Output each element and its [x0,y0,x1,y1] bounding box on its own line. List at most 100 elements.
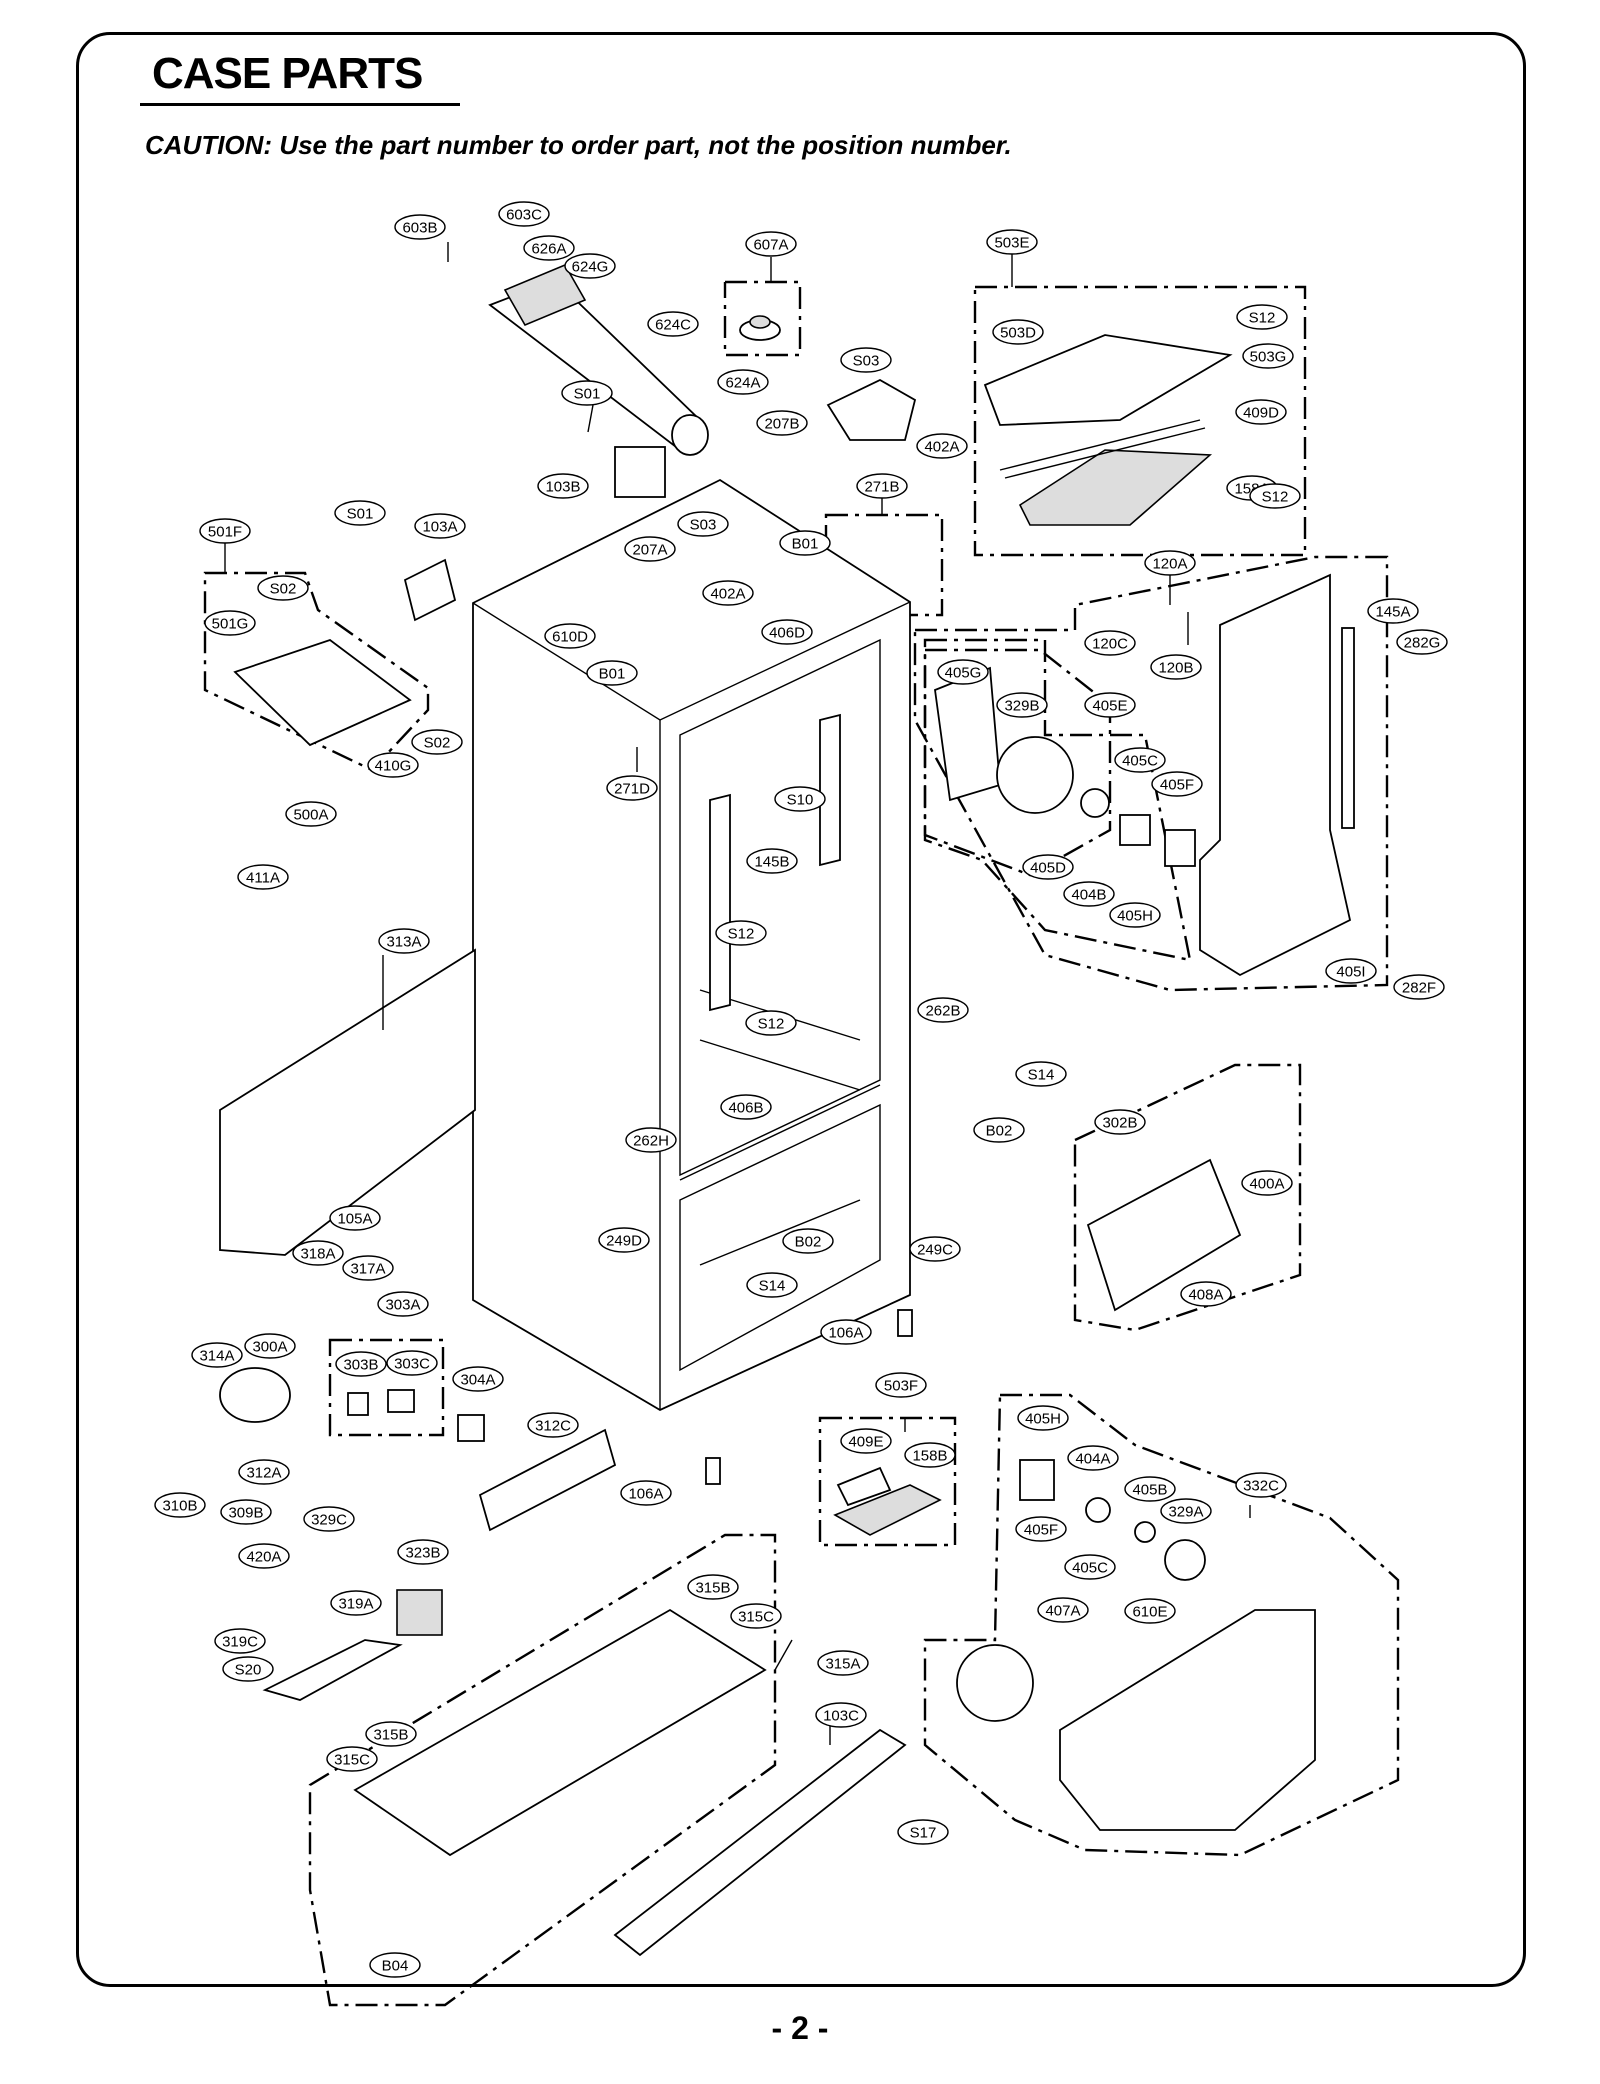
callout-text: 315A [825,1656,860,1673]
part-106a-upper [897,1309,913,1337]
callout-207a: 207A [624,536,676,562]
callout-text: 300A [252,1339,287,1356]
callout-text: 302B [1102,1115,1137,1132]
callout-411a: 411A [237,864,289,890]
callout-text: 405C [1072,1560,1108,1577]
callout-503g: 503G [1242,343,1294,369]
callout-404a: 404A [1067,1445,1119,1471]
part-158a [1018,449,1213,526]
callout-text: 310B [162,1498,197,1515]
callout-text: 314A [199,1348,234,1365]
callout-text: 405I [1336,964,1365,981]
callout-b02: B02 [782,1228,834,1254]
part-315a [353,1608,767,1857]
callout-text: 282G [1404,635,1441,652]
callout-503f: 503F [875,1372,927,1398]
callout-text: 145B [754,854,789,871]
caution-note: CAUTION: Use the part number to order pa… [145,130,1012,160]
callout-314a: 314A [191,1342,243,1368]
boundary-120a [913,555,1389,992]
callout-103c: 103C [815,1702,867,1728]
callout-text: 411A [246,870,280,887]
callout-text: 106A [828,1325,863,1342]
part-207b [826,378,917,441]
callout-404b: 404B [1063,881,1115,907]
callout-text: 408A [1188,1287,1223,1304]
callout-s20: S20 [222,1656,274,1682]
callout-text: S02 [424,735,451,752]
callout-text: 332C [1243,1478,1279,1495]
callout-text: 624A [725,375,760,392]
callout-410g: 410G [367,752,419,778]
parts [219,263,1355,1957]
callout-s17: S17 [897,1819,949,1845]
callout-text: 503F [884,1378,918,1395]
callout-315b: 315B [365,1721,417,1747]
callout-text: S12 [1262,489,1289,506]
callout-405d: 405D [1022,854,1074,880]
callout-303c: 303C [386,1350,438,1376]
part-313a [219,948,476,1256]
title-underline [140,103,460,106]
boundary-120c [923,638,1192,962]
callout-319a: 319A [330,1590,382,1616]
callout-105a: 105A [329,1205,381,1231]
callout-313a: 313A [378,928,430,954]
callout-503e: 503E [986,229,1038,255]
callout-329b: 329B [996,692,1048,718]
part-405b [1134,1521,1156,1543]
callout-120a: 120A [1144,550,1196,576]
callout-text: 400A [1249,1176,1284,1193]
callout-120b: 120B [1150,654,1202,680]
callout-b04: B04 [369,1952,421,1978]
callout-text: 282F [1402,980,1436,997]
callout-315b: 315B [687,1574,739,1600]
callout-text: 402A [924,439,959,456]
callout-315a: 315A [817,1650,869,1676]
boundary-315a [308,1533,777,2007]
callout-s14: S14 [746,1272,798,1298]
callout-text: S20 [235,1662,262,1679]
callout-312a: 312A [238,1459,290,1485]
callout-624c: 624C [647,311,699,337]
callout-262h: 262H [625,1127,677,1153]
callout-text: S10 [787,792,814,809]
callout-329c: 329C [303,1506,355,1532]
callout-text: 106A [628,1486,663,1503]
callout-s12: S12 [1236,304,1288,330]
leader-lines [224,242,1251,1745]
callout-text: 503D [1000,325,1036,342]
callout-text: 607A [753,237,788,254]
callout-405h: 405H [1017,1405,1069,1431]
callout-text: 319C [222,1634,258,1651]
callout-319c: 319C [214,1628,266,1654]
callout-312c: 312C [527,1412,579,1438]
callout-text: 313A [386,934,421,951]
part-145a [1341,627,1355,829]
callout-624g: 624G [564,253,616,279]
callout-text: S03 [690,517,717,534]
part-404b [1119,814,1151,846]
callout-501f: 501F [199,518,251,544]
part-408a [1086,1158,1242,1312]
callout-text: 103B [545,479,580,496]
callout-text: 603C [506,207,542,224]
callout-103a: 103A [414,513,466,539]
callout-501g: 501G [204,610,256,636]
cabinet-outer [472,478,911,1412]
callout-text: 315C [738,1609,774,1626]
callout-text: S02 [270,581,297,598]
part-501g [233,638,412,747]
part-323b [396,1589,443,1636]
callout-text: 406B [728,1100,763,1117]
callout-249d: 249D [598,1227,650,1253]
callout-text: 262H [633,1133,669,1150]
part-503d [983,334,1233,426]
callout-text: 624G [572,259,609,276]
part-304a [457,1414,485,1442]
callout-text: 105A [337,1211,372,1228]
callout-405f: 405F [1015,1516,1067,1542]
part-405h-lower [1019,1459,1055,1501]
callout-text: 318A [300,1246,335,1263]
callout-405c: 405C [1114,747,1166,773]
